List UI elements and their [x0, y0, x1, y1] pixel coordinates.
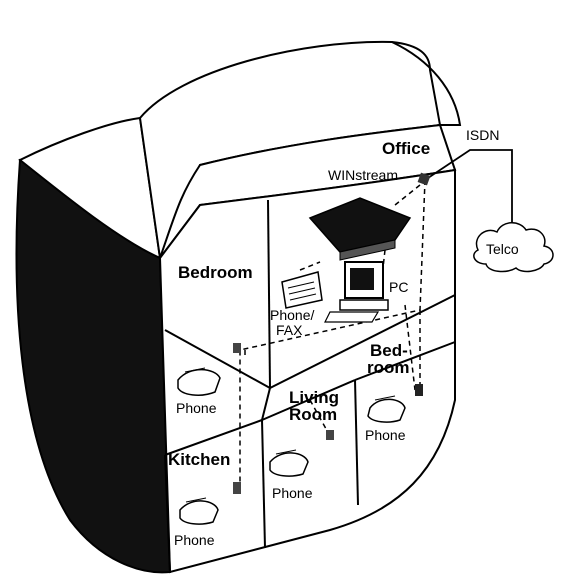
bedroom2-jack [415, 384, 423, 396]
house-left-wall [15, 158, 172, 574]
phone-fax-device [281, 271, 323, 309]
pc-label: PC [389, 279, 408, 295]
phone-label-living: Phone [272, 485, 313, 501]
phone-label-bedroom: Phone [176, 400, 217, 416]
living-jack [326, 430, 334, 440]
office-jack [417, 172, 431, 186]
bedroom2-label-2: room [367, 358, 410, 377]
kitchen-jack [233, 482, 241, 494]
telco-label: Telco [486, 241, 519, 257]
living-room-label-1: Living [289, 388, 339, 407]
bedroom-jack [233, 343, 241, 353]
kitchen-label: Kitchen [168, 450, 230, 469]
phone-fax-label-1: Phone/ [270, 307, 314, 323]
bedroom2-label-1: Bed- [370, 341, 408, 360]
winstream-device [308, 197, 412, 261]
phone-fax-label-2: FAX [276, 322, 303, 338]
isdn-label: ISDN [466, 127, 499, 143]
phone-icon-bedroom2 [367, 395, 406, 423]
winstream-label: WINstream [328, 167, 398, 183]
pc-computer [324, 261, 389, 323]
living-room-label-2: Room [289, 405, 337, 424]
phone-icon-living [269, 449, 309, 477]
isdn-line [424, 149, 513, 230]
bedroom-label: Bedroom [178, 263, 253, 282]
roof-right-edge [391, 41, 462, 126]
telco-cloud [473, 222, 554, 273]
phone-label-kitchen: Phone [174, 532, 215, 548]
phone-icon-bedroom [177, 367, 221, 396]
phone-label-bedroom2: Phone [365, 427, 406, 443]
office-label: Office [382, 139, 430, 158]
phone-icon-kitchen [179, 497, 219, 525]
